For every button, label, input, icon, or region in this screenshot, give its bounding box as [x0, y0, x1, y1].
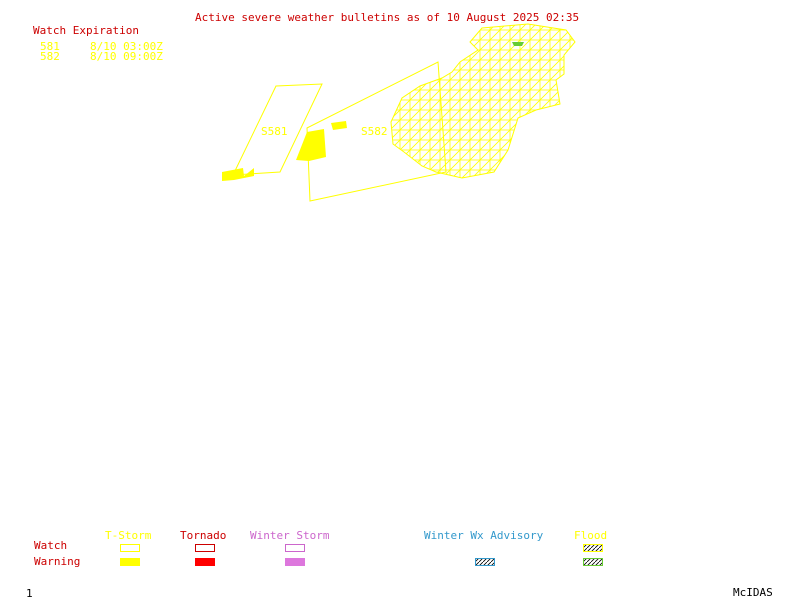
legend-winter-storm-watch-swatch [285, 544, 305, 552]
legend-row-label-watch: Watch [34, 539, 68, 552]
legend-tornado-watch-swatch [195, 544, 215, 552]
watch-expiration-time: 8/10 03:00Z [90, 40, 163, 53]
watch-label-582: S582 [361, 125, 388, 138]
watch-expiration-time: 8/10 09:00Z [90, 50, 163, 63]
watch-581-outline [232, 83, 323, 176]
legend-tstorm-watch-swatch [120, 544, 140, 552]
legend-flood-watch-swatch [583, 544, 603, 552]
page-title: Active severe weather bulletins as of 10… [195, 11, 580, 24]
warning-polygon [331, 121, 347, 130]
legend-flood-warning-swatch [583, 558, 603, 566]
flood-warning-mark [512, 42, 524, 46]
warning-polygon [296, 129, 326, 161]
watch-label-581: S581 [261, 125, 288, 138]
watch-expiration-label: Watch Expiration [33, 24, 139, 37]
warning-polygon [222, 168, 254, 181]
legend-tstorm-label: T-Storm [105, 529, 152, 542]
watch-expiration-id: 582 [40, 50, 60, 63]
legend-tornado-label: Tornado [180, 529, 227, 542]
brand-label: McIDAS [733, 586, 773, 599]
legend-tstorm-warning-swatch [120, 558, 140, 566]
legend-winter-advisory-label: Winter Wx Advisory [424, 529, 544, 542]
legend-flood-label: Flood [574, 529, 608, 542]
watch-expiration-id: 581 [40, 40, 60, 53]
legend-row-label-warning: Warning [34, 555, 81, 568]
legend-winter-advisory-swatch [475, 558, 495, 566]
legend-winter-storm-warning-swatch [285, 558, 305, 566]
legend-tornado-warning-swatch [195, 558, 215, 566]
frame-number: 1 [26, 587, 33, 600]
legend-winter-storm-label: Winter Storm [250, 529, 330, 542]
flood-watch-area [390, 23, 576, 179]
